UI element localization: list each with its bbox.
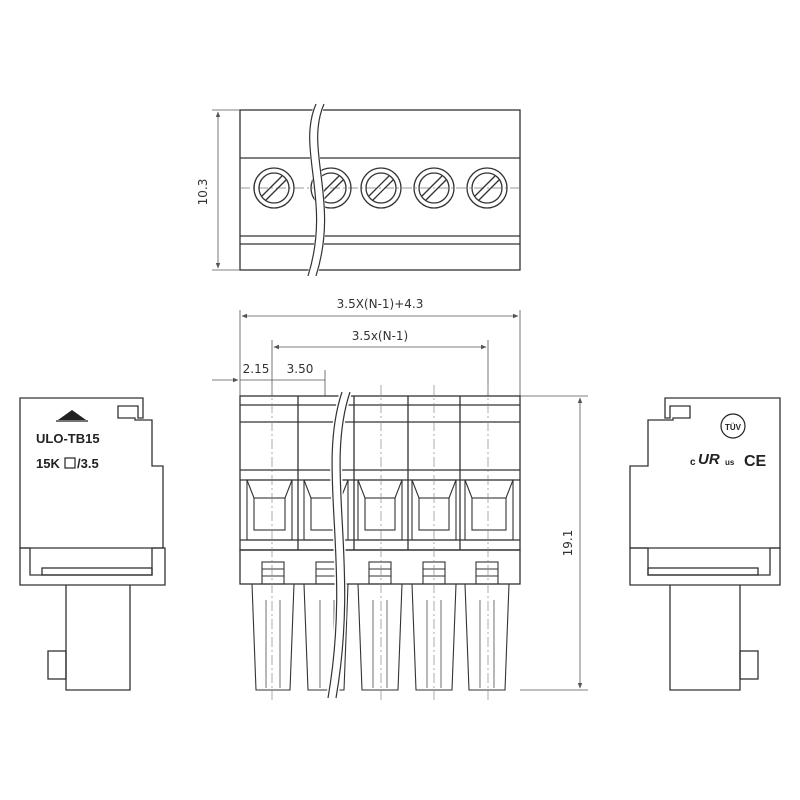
terminal-1 <box>246 479 293 541</box>
screw-5 <box>466 167 508 209</box>
dim-label-offset: 2.15 <box>243 362 270 376</box>
screw-3 <box>360 167 402 209</box>
dim-label-total-width: 3.5X(N-1)+4.3 <box>337 297 424 311</box>
right-side-view <box>629 397 781 691</box>
dim-label-height-top: 10.3 <box>196 179 210 206</box>
tuv-text: TÜV <box>725 423 742 432</box>
tuv-mark: TÜV <box>720 413 746 439</box>
c-mark: c <box>690 457 696 468</box>
terminal-3 <box>357 479 403 541</box>
front-center-lines <box>271 385 489 700</box>
top-view-screws <box>253 167 508 209</box>
spec-prefix: 15K <box>36 456 60 471</box>
ce-mark: CE <box>744 453 767 470</box>
dim-label-height-front: 19.1 <box>561 530 575 557</box>
spec-suffix: /3.5 <box>77 456 99 471</box>
screw-1 <box>253 167 295 209</box>
pin-5 <box>464 561 510 691</box>
pin-1 <box>251 561 295 691</box>
front-view-break <box>326 390 352 700</box>
top-view-break <box>307 102 326 278</box>
spec-box <box>64 457 76 469</box>
manufacturer-logo <box>58 410 86 420</box>
front-view <box>239 395 521 585</box>
us-mark: us <box>725 458 735 467</box>
model-label: ULO-TB15 <box>36 431 100 446</box>
ur-mark: UR <box>698 451 720 468</box>
front-dimensions <box>212 310 588 691</box>
pin-3 <box>357 561 403 691</box>
dim-label-pitch: 3.50 <box>287 362 314 376</box>
left-side-view <box>19 397 166 691</box>
screw-4 <box>413 167 455 209</box>
front-pins <box>251 561 510 691</box>
dim-height-top <box>212 109 240 271</box>
dim-label-pitch-width: 3.5x(N-1) <box>352 329 409 343</box>
front-terminals <box>246 479 514 541</box>
top-view <box>239 109 521 271</box>
terminal-5 <box>464 479 514 541</box>
